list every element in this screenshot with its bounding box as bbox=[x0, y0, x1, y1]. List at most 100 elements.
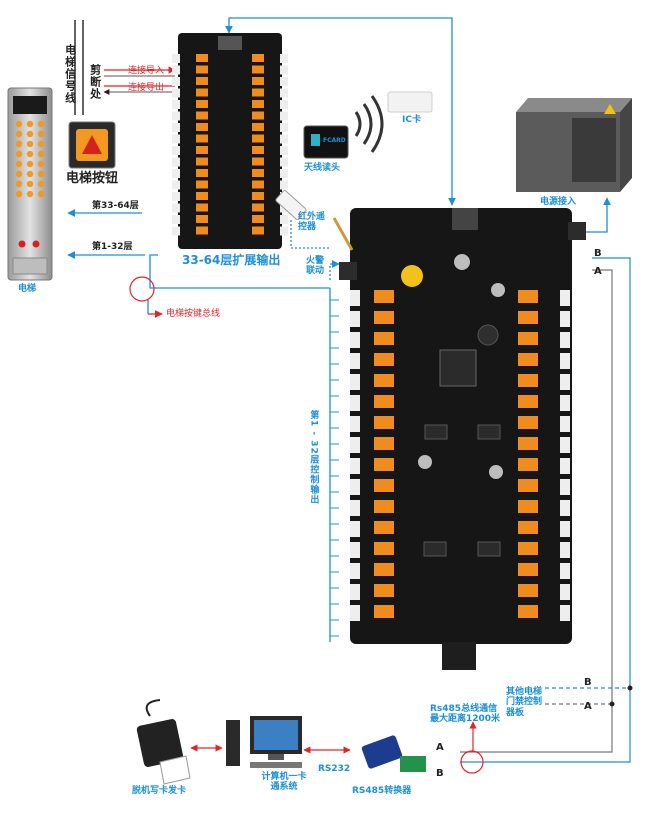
relay-icon bbox=[196, 226, 208, 235]
terminal-connector-icon bbox=[280, 157, 288, 167]
terminal-connector-icon bbox=[172, 100, 180, 109]
fcard-label: FCARD bbox=[323, 137, 346, 144]
relay-icon bbox=[252, 65, 264, 74]
panel-down-button-icon bbox=[32, 240, 40, 248]
terminal-connector-icon bbox=[350, 584, 360, 600]
terminal-connector-icon bbox=[560, 437, 570, 453]
expansion-output-label: 33-64层扩展输出 bbox=[182, 253, 281, 267]
terminal-b-right: B bbox=[584, 677, 592, 688]
relay-icon bbox=[518, 395, 538, 408]
terminal-connector-icon bbox=[560, 332, 570, 348]
relay-icon bbox=[518, 584, 538, 597]
rs485-converter-label: RS485转换器 bbox=[352, 786, 412, 796]
terminal-connector-icon bbox=[280, 226, 288, 236]
terminal-connector-icon bbox=[350, 416, 360, 432]
terminal-connector-icon bbox=[280, 123, 288, 132]
blue-connection-lines bbox=[67, 17, 611, 642]
terminal-connector-icon bbox=[280, 100, 288, 109]
terminal-connector-icon bbox=[172, 111, 180, 121]
relay-icon bbox=[252, 77, 264, 85]
panel-floor-button-icon bbox=[15, 170, 23, 178]
relay-icon bbox=[374, 584, 394, 597]
terminal-connector-icon bbox=[350, 458, 360, 474]
relay-icon bbox=[196, 77, 208, 85]
elevator-button-icon bbox=[68, 121, 116, 169]
relay-icon bbox=[518, 290, 538, 303]
relay-icon bbox=[196, 203, 208, 212]
panel-floor-button-icon bbox=[26, 190, 34, 198]
terminal-connector-icon bbox=[172, 192, 180, 201]
relay-icon bbox=[374, 521, 394, 534]
panel-floor-button-icon bbox=[26, 120, 34, 128]
relay-icon bbox=[374, 479, 394, 492]
relay-icon bbox=[196, 111, 208, 120]
relay-icon bbox=[252, 226, 264, 235]
panel-floor-button-icon bbox=[26, 150, 34, 158]
relay-icon bbox=[196, 54, 208, 62]
terminal-connector-icon bbox=[560, 458, 570, 474]
elevator-button-label: 电梯按钮 bbox=[66, 171, 119, 186]
power-input-label: 电源接入 bbox=[540, 197, 577, 207]
terminal-connector-icon bbox=[172, 226, 180, 236]
panel-floor-button-icon bbox=[37, 120, 45, 128]
terminal-a-top: A bbox=[594, 266, 602, 277]
terminal-connector-icon bbox=[280, 169, 288, 178]
terminal-connector-icon bbox=[350, 437, 360, 453]
rs485-bus-highlight-circle bbox=[460, 750, 484, 774]
panel-floor-button-icon bbox=[37, 150, 45, 158]
terminal-connector-icon bbox=[560, 521, 570, 537]
relay-icon bbox=[252, 169, 264, 177]
terminal-connector-icon bbox=[172, 169, 180, 178]
terminal-connector-icon bbox=[350, 332, 360, 348]
terminal-connector-icon bbox=[560, 542, 570, 558]
relay-icon bbox=[374, 290, 394, 303]
relay-icon bbox=[374, 353, 394, 366]
terminal-connector-icon bbox=[280, 54, 288, 63]
terminal-connector-icon bbox=[350, 395, 360, 411]
terminal-connector-icon bbox=[560, 479, 570, 495]
relay-icon bbox=[196, 146, 208, 154]
relay-icon bbox=[374, 542, 394, 555]
relay-icon bbox=[374, 332, 394, 345]
floors-1-32-label: 第1-32层 bbox=[92, 242, 133, 252]
ic-card-icon bbox=[387, 91, 433, 113]
rs485-converter-icon bbox=[361, 735, 426, 772]
relay-icon bbox=[518, 542, 538, 555]
relay-icon bbox=[196, 65, 208, 74]
relay-icon bbox=[252, 157, 264, 166]
power-cabinet-icon bbox=[516, 98, 632, 192]
relay-icon bbox=[518, 521, 538, 534]
terminal-connector-icon bbox=[172, 123, 180, 132]
relay-icon bbox=[518, 437, 538, 450]
connect-in-label: 连接导入 bbox=[128, 66, 165, 76]
relay-icon bbox=[518, 479, 538, 492]
terminal-connector-icon bbox=[350, 311, 360, 327]
panel-floor-button-icon bbox=[15, 120, 23, 128]
relay-icon bbox=[196, 100, 208, 108]
relay-icon bbox=[518, 605, 538, 618]
relay-icon bbox=[196, 134, 208, 143]
terminal-connector-icon bbox=[172, 157, 180, 167]
antenna-icon bbox=[332, 217, 354, 251]
panel-floor-button-icon bbox=[37, 190, 45, 198]
relay-icon bbox=[374, 395, 394, 408]
panel-floor-button-icon bbox=[26, 170, 34, 178]
panel-floor-button-icon bbox=[15, 140, 23, 148]
relay-icon bbox=[518, 353, 538, 366]
relay-icon bbox=[196, 123, 208, 131]
other-elevator-controllers-label: 其他电梯门禁控制器板 bbox=[506, 687, 543, 718]
panel-floor-button-icon bbox=[15, 130, 23, 138]
terminal-connector-icon bbox=[350, 521, 360, 537]
panel-floor-button-icon bbox=[26, 140, 34, 148]
elevator-button-bus-label: 电梯按键总线 bbox=[166, 309, 221, 319]
terminal-b-top: B bbox=[594, 248, 602, 259]
terminal-connector-icon bbox=[350, 374, 360, 390]
terminal-connector-icon bbox=[172, 203, 180, 213]
terminal-connector-icon bbox=[560, 584, 570, 600]
cut-point-label: 剪断处 bbox=[88, 64, 102, 100]
terminal-connector-icon bbox=[172, 54, 180, 63]
terminal-connector-icon bbox=[350, 542, 360, 558]
panel-floor-button-icon bbox=[37, 140, 45, 148]
terminal-connector-icon bbox=[560, 605, 570, 621]
